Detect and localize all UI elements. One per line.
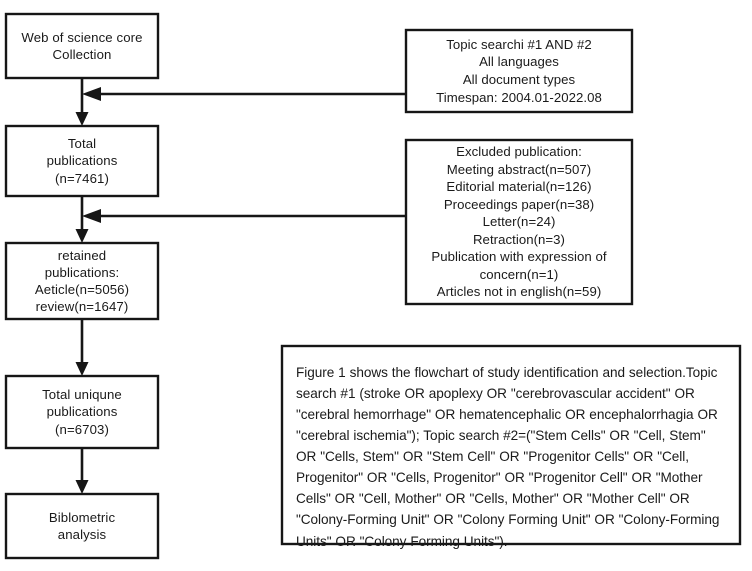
caption-box-outline xyxy=(280,344,742,546)
node-box-analysis xyxy=(4,492,160,560)
connector-search-criteria-to-flow xyxy=(82,87,406,101)
connector-retained-to-unique xyxy=(75,319,89,376)
node-box-search-criteria xyxy=(404,28,634,114)
node-box-total-unique xyxy=(4,374,160,450)
node-box-total-publications xyxy=(4,124,160,198)
connector-unique-to-analysis xyxy=(75,448,89,494)
connector-total-to-retained xyxy=(75,196,89,243)
node-box-exclusions xyxy=(404,138,634,306)
connector-exclusions-to-flow xyxy=(82,209,406,223)
node-box-source xyxy=(4,12,160,80)
node-box-retained-publications xyxy=(4,241,160,321)
connector-source-to-total xyxy=(75,78,89,126)
